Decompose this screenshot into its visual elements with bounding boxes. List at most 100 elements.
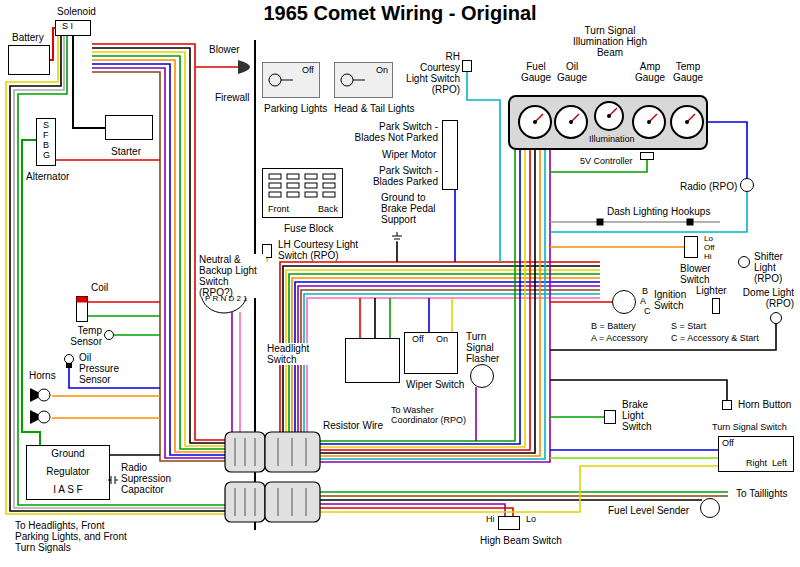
fuse	[269, 174, 281, 179]
inner-label: Illumination	[588, 135, 636, 145]
harness-wire	[550, 324, 776, 350]
component-label: High Beam Switch	[479, 535, 563, 546]
harness-wire	[550, 457, 718, 459]
horn-bell	[30, 388, 38, 424]
neutral-switch: Neutral & Backup Light Switch (RPO?)P R …	[200, 292, 251, 314]
round-component: Shifter Light (RPO)	[738, 256, 750, 268]
component-label: RH Courtesy Light Switch (RPO)	[403, 51, 461, 95]
component-box: GroundRegulatorI A S F	[26, 445, 110, 500]
component-box: S F B GAlternator	[36, 118, 56, 166]
harness-wire	[550, 416, 604, 418]
harness-wire	[196, 66, 238, 68]
harness-wire	[266, 258, 268, 262]
inner-label: Regulator	[29, 466, 107, 477]
gauge-art	[672, 107, 702, 137]
harness-wire	[231, 312, 233, 432]
switch-blade	[281, 80, 293, 81]
component-label: Horns	[28, 370, 57, 381]
component-label: Wiper Motor	[381, 149, 437, 160]
note-label: Resistor Wire	[322, 420, 384, 431]
gauge-hub	[685, 120, 689, 124]
component-label: Battery	[11, 32, 45, 43]
inner-label: Front	[267, 205, 290, 215]
sensor-head	[65, 355, 74, 364]
component-box: Lo Off HiBlower Switch	[684, 236, 698, 258]
component-label: Radio Supression Capacitor	[120, 462, 184, 495]
harness-wire	[475, 387, 477, 441]
note-label: C = Accessory & Start	[670, 334, 760, 344]
component-box: 5V Controller	[640, 152, 654, 160]
note-label: Dash Lighting Hookups	[606, 206, 711, 217]
harness-wire	[708, 122, 747, 178]
inner-label: I A S F	[29, 484, 107, 495]
component-label: Park Switch - Blades Parked	[347, 165, 439, 187]
component-label: Shifter Light (RPO)	[753, 251, 799, 284]
gauge-dial: Fuel Gauge	[518, 105, 552, 139]
component-label: Park Switch - Blades Not Parked	[347, 121, 439, 143]
note-label: Firewall	[214, 92, 250, 103]
component-label: B	[641, 287, 649, 297]
component-box: Brake Light Switch	[604, 410, 616, 424]
component-label: Lo Off Hi	[703, 235, 721, 261]
gauge-hub	[647, 120, 651, 124]
note-label: A = Accessory	[590, 334, 649, 344]
round-component: Temp Sensor	[104, 330, 114, 340]
gauge-art	[596, 103, 622, 129]
note-label: B = Battery	[590, 322, 637, 332]
component-label: Amp Gauge	[632, 61, 668, 83]
component-label: Dome Light (RPO)	[737, 287, 795, 309]
gauge-art	[556, 107, 586, 137]
gauge-art	[520, 107, 550, 137]
component-label: Blower	[208, 44, 241, 55]
gauge-dial: Temp Gauge	[670, 105, 704, 139]
fuse	[323, 192, 335, 197]
component-label: Coil	[90, 282, 109, 293]
component-label: Neutral & Backup Light Switch (RPO?)	[198, 254, 266, 298]
harness-wire	[6, 36, 225, 514]
coil-cap	[77, 297, 88, 303]
round-component: Dome Light (RPO)	[770, 312, 782, 324]
horn-body	[38, 389, 50, 401]
inner-label: Off	[301, 66, 315, 76]
gauge-dial: Amp Gauge	[632, 105, 666, 139]
harness-wire	[320, 150, 535, 453]
gauge-hub	[533, 120, 537, 124]
harness-wire	[320, 495, 728, 497]
switch-position-diagram: OnHead & Tail Lights	[334, 62, 393, 98]
harness-wire	[428, 298, 430, 332]
component-box: Horn Button	[722, 400, 732, 410]
component-box: Battery	[8, 45, 50, 75]
component-label: Temp Sensor	[67, 325, 103, 347]
harness-wire	[239, 312, 241, 432]
horn-body	[38, 411, 50, 423]
gauge-hub	[607, 114, 611, 118]
harness-wire	[396, 242, 398, 262]
component-label: Turn Signal Illumination High Beam	[572, 25, 648, 58]
harness-wire	[320, 150, 520, 444]
harness-wire	[320, 499, 702, 501]
fuse-block: FrontBackFuse Block	[262, 168, 343, 218]
ground-lines	[392, 232, 402, 242]
component-box: Headlight Switch	[345, 338, 400, 383]
blower-art	[238, 60, 250, 74]
fuse	[269, 183, 281, 188]
power-wire	[22, 140, 40, 445]
component-box: OffOnWiper Switch	[404, 332, 458, 374]
inner-label: Left	[771, 459, 788, 469]
sensor-base	[66, 363, 72, 368]
diagram-title: 1965 Comet Wiring - Original	[0, 2, 800, 25]
fuse	[305, 192, 317, 197]
inner-label: S F B G	[42, 121, 52, 161]
harness-wire	[88, 315, 160, 317]
harness-wire	[454, 190, 456, 262]
component-box: Turn Signal SwitchOffRightLeft	[718, 436, 794, 472]
harness-wire	[389, 298, 391, 338]
component-box: Park Switch - Blades Not ParkedWiper Mot…	[442, 120, 458, 190]
fuse	[287, 183, 299, 188]
component-label: Fuel Level Sender	[607, 505, 690, 516]
component-label: Alternator	[25, 171, 70, 182]
fuse	[305, 174, 317, 179]
coil-body	[77, 297, 88, 322]
sensor-art	[64, 354, 74, 368]
